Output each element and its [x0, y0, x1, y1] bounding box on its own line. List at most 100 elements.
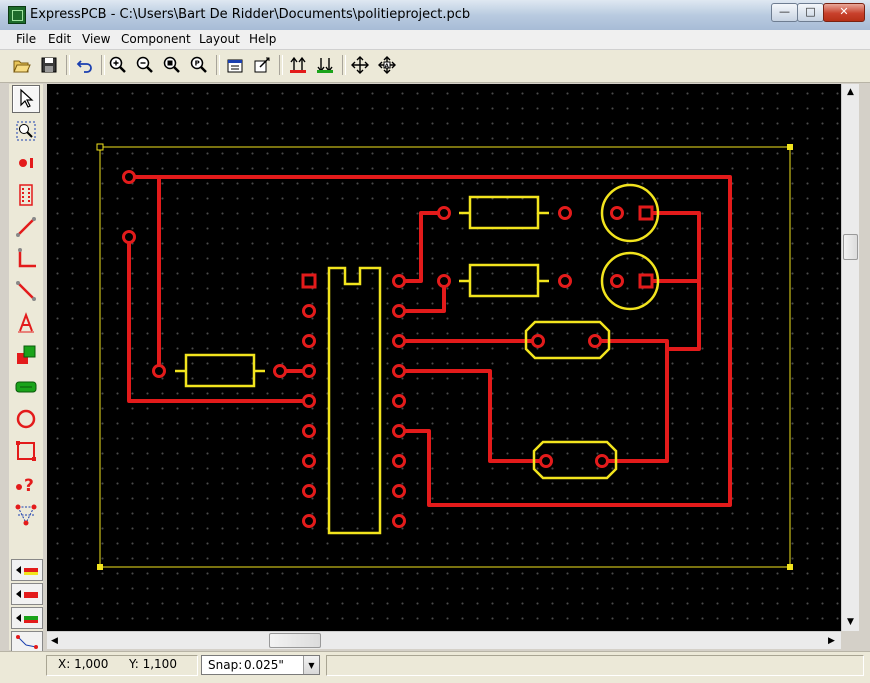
- pad[interactable]: [638, 205, 654, 221]
- ic-pad[interactable]: [302, 304, 316, 318]
- trace[interactable]: [129, 175, 732, 507]
- zoom-in-icon[interactable]: [107, 54, 129, 76]
- horizontal-scroll-thumb[interactable]: [269, 633, 321, 648]
- ic-pad[interactable]: [302, 484, 316, 498]
- maximize-button[interactable]: □: [797, 3, 824, 22]
- pad[interactable]: [610, 206, 624, 220]
- rectangle-icon[interactable]: [12, 437, 40, 465]
- pcb-canvas[interactable]: [47, 84, 841, 631]
- pad[interactable]: [558, 206, 572, 220]
- menu-layout[interactable]: Layout: [199, 32, 240, 46]
- trace[interactable]: [595, 339, 669, 463]
- crystal-outline[interactable]: [524, 320, 611, 360]
- ic-pad[interactable]: [302, 424, 316, 438]
- scroll-down-icon[interactable]: ▼: [847, 616, 854, 627]
- ic-pad[interactable]: [302, 514, 316, 528]
- scroll-right-icon[interactable]: ▶: [828, 635, 835, 646]
- netlist-icon[interactable]: [12, 501, 40, 529]
- pad[interactable]: [437, 274, 451, 288]
- properties-icon[interactable]: [224, 54, 246, 76]
- pad[interactable]: [122, 230, 136, 244]
- pad[interactable]: [152, 364, 166, 378]
- ic-pad[interactable]: [392, 454, 406, 468]
- ic-pad[interactable]: [392, 484, 406, 498]
- diagonal-trace-icon[interactable]: [12, 277, 40, 305]
- place-pad-icon[interactable]: [12, 149, 40, 177]
- ic-pad[interactable]: [302, 394, 316, 408]
- place-component-icon[interactable]: [12, 181, 40, 209]
- ic-pad[interactable]: [392, 514, 406, 528]
- title-bar[interactable]: ExpressPCB - C:\Users\Bart De Ridder\Doc…: [0, 0, 870, 31]
- ic-pad[interactable]: [302, 364, 316, 378]
- vertical-scroll-thumb[interactable]: [843, 234, 858, 260]
- corner-trace-icon[interactable]: [12, 245, 40, 273]
- pad[interactable]: [122, 170, 136, 184]
- pcb-drawing[interactable]: [47, 84, 841, 631]
- trace[interactable]: [399, 281, 446, 313]
- place-trace-icon[interactable]: [12, 213, 40, 241]
- led-outline[interactable]: [600, 251, 660, 311]
- zoom-out-icon[interactable]: [134, 54, 156, 76]
- rats-nest-icon[interactable]: [11, 631, 43, 653]
- menu-view[interactable]: View: [82, 32, 111, 46]
- pads[interactable]: [122, 170, 654, 528]
- vertical-scrollbar[interactable]: ▲ ▼: [841, 84, 859, 631]
- expresspcb-app-icon[interactable]: [8, 6, 26, 24]
- scroll-left-icon[interactable]: ◀: [51, 635, 58, 646]
- undo-icon[interactable]: [74, 54, 96, 76]
- trace[interactable]: [399, 211, 444, 283]
- led-outline[interactable]: [600, 183, 660, 243]
- ic-pad[interactable]: [302, 334, 316, 348]
- zoom-select-icon[interactable]: [12, 117, 40, 145]
- zoom-area-icon[interactable]: [161, 54, 183, 76]
- top-layer-toggle-icon[interactable]: [11, 559, 43, 581]
- ic-pad[interactable]: [301, 273, 317, 289]
- menu-file[interactable]: File: [16, 32, 37, 46]
- pad[interactable]: [437, 206, 451, 220]
- pad[interactable]: [273, 364, 287, 378]
- auto-pan-icon[interactable]: A: [376, 54, 398, 76]
- bottom-layer-toggle-icon[interactable]: [11, 583, 43, 605]
- pad[interactable]: [558, 274, 572, 288]
- ic-pad[interactable]: [392, 304, 406, 318]
- save-icon[interactable]: [38, 54, 60, 76]
- trace[interactable]: [399, 369, 546, 463]
- pad[interactable]: [638, 273, 654, 289]
- menu-edit[interactable]: Edit: [48, 32, 72, 46]
- ic-pad[interactable]: [392, 334, 406, 348]
- horizontal-scrollbar[interactable]: ◀ ▶: [47, 631, 841, 649]
- pad[interactable]: [595, 454, 609, 468]
- menu-component[interactable]: Component: [121, 32, 191, 46]
- place-component-green-icon[interactable]: [12, 373, 40, 401]
- snap-select[interactable]: Snap: 0.025" ▼: [201, 655, 320, 675]
- board-outline[interactable]: [96, 143, 793, 570]
- ic-pad[interactable]: [392, 394, 406, 408]
- close-button[interactable]: ✕: [823, 3, 865, 22]
- silk-layer-toggle-icon[interactable]: [11, 607, 43, 629]
- minimize-button[interactable]: —: [771, 3, 798, 22]
- select-icon[interactable]: [12, 85, 40, 113]
- scroll-up-icon[interactable]: ▲: [847, 86, 854, 97]
- open-icon[interactable]: [11, 54, 33, 76]
- crystal-outline[interactable]: [532, 440, 618, 480]
- zoom-page-icon[interactable]: P: [188, 54, 210, 76]
- traces[interactable]: [127, 175, 732, 507]
- pad[interactable]: [539, 454, 553, 468]
- query-icon[interactable]: ?: [12, 469, 40, 497]
- ic-outline[interactable]: [327, 266, 382, 535]
- ic-pad[interactable]: [392, 364, 406, 378]
- ic-pad[interactable]: [302, 454, 316, 468]
- top-layer-icon[interactable]: [287, 54, 309, 76]
- chevron-down-icon[interactable]: ▼: [303, 656, 319, 674]
- pan-icon[interactable]: [349, 54, 371, 76]
- ic-pad[interactable]: [392, 424, 406, 438]
- circle-icon[interactable]: [12, 405, 40, 433]
- part-info-icon[interactable]: [251, 54, 273, 76]
- resistor-outline[interactable]: [468, 263, 540, 298]
- bottom-layer-icon[interactable]: [314, 54, 336, 76]
- trace[interactable]: [127, 237, 309, 403]
- pad[interactable]: [610, 274, 624, 288]
- filled-rect-icon[interactable]: [12, 341, 40, 369]
- resistor-outline[interactable]: [468, 195, 540, 230]
- resistor-outline[interactable]: [184, 353, 256, 388]
